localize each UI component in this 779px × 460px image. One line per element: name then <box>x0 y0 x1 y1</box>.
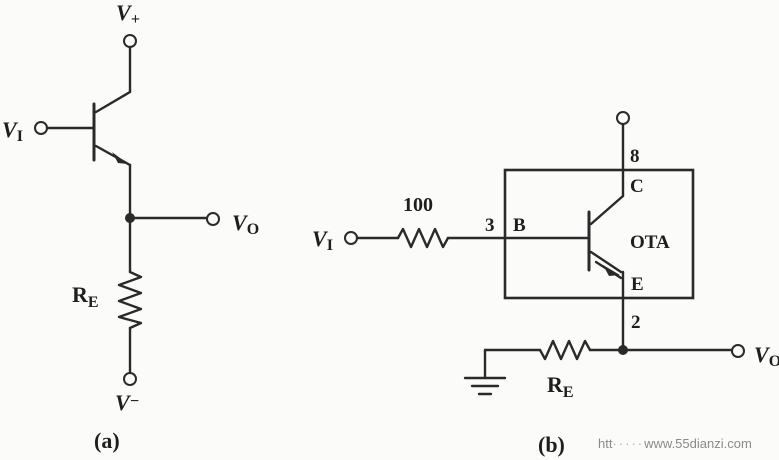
emitter-arrow-a <box>112 152 128 164</box>
watermark: htt·····www.55dianzi.com <box>598 436 752 451</box>
vin-label-a: VI <box>2 117 23 145</box>
pin8-terminal-b[interactable] <box>616 111 630 125</box>
vin-terminal-b[interactable] <box>344 231 358 245</box>
pin-c-letter: C <box>630 176 644 197</box>
vout-label-a: VO <box>232 210 259 238</box>
vminus-terminal-a[interactable] <box>123 372 137 386</box>
re-resistor-b <box>538 339 592 361</box>
collector-lead-a <box>94 90 132 114</box>
collector-lead-b <box>589 194 625 226</box>
input-resistor-value: 100 <box>403 194 433 216</box>
watermark-prefix: htt <box>598 436 613 451</box>
pin-e-number: 2 <box>631 312 641 333</box>
watermark-dots: ····· <box>612 436 645 451</box>
emitter-arrow-b <box>603 265 620 276</box>
figure-a-circuit <box>34 34 220 386</box>
vin-terminal-a[interactable] <box>34 121 48 135</box>
figure-b-circuit <box>344 111 745 396</box>
pin-e-letter: E <box>631 274 644 295</box>
input-resistor-b <box>396 227 450 249</box>
ota-label: OTA <box>630 232 670 253</box>
caption-a: (a) <box>94 428 120 453</box>
emitter-lead-b <box>589 250 623 274</box>
vminus-label-a: V− <box>115 390 139 415</box>
pin-c-number: 8 <box>630 146 640 167</box>
ota-box <box>503 168 695 300</box>
vout-terminal-a[interactable] <box>206 212 220 226</box>
vout-terminal-b[interactable] <box>731 344 745 358</box>
watermark-site: www.55dianzi.com <box>644 436 752 451</box>
vplus-label-a: V+ <box>116 0 140 28</box>
vout-label-b: VO <box>754 342 779 370</box>
pin-b-letter: B <box>513 215 526 236</box>
re-resistor-a <box>117 270 143 330</box>
vplus-terminal-a[interactable] <box>123 34 137 48</box>
vin-label-b: VI <box>312 226 333 254</box>
re-label-a: RE <box>72 282 99 311</box>
caption-b: (b) <box>538 432 565 457</box>
pin-b-number: 3 <box>485 215 495 236</box>
re-label-b: RE <box>547 372 574 401</box>
